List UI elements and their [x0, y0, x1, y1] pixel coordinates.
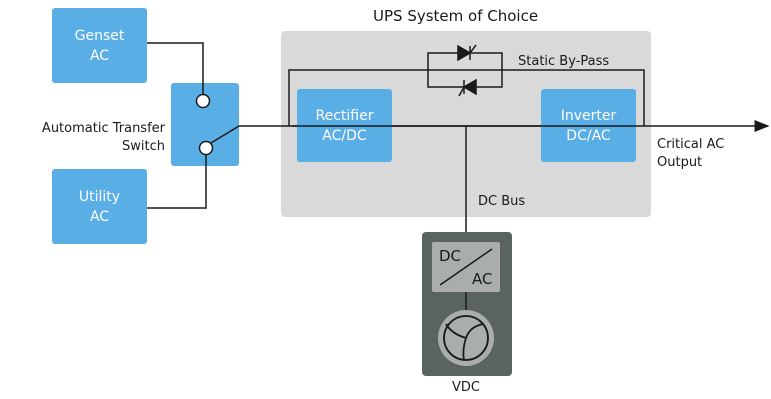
ats-label: Automatic Transfer Switch [0, 120, 165, 156]
rectifier-type-label: AC/DC [322, 127, 367, 144]
utility-ac-label: AC [89, 208, 110, 225]
flywheel-icon [443, 315, 489, 361]
utility-wire [147, 153, 207, 209]
ups-system-title: UPS System of Choice [373, 7, 539, 25]
output-label-line2: Output [657, 155, 703, 170]
vdc-label: VDC [452, 380, 480, 395]
genset-wire [147, 42, 204, 95]
static-bypass-label: Static By-Pass [518, 54, 610, 69]
utility-ac-box: Utility AC [52, 169, 147, 244]
utility-label: Utility [78, 188, 121, 205]
ats-label-line2: Switch [122, 139, 165, 154]
critical-ac-output-label: Critical AC Output [657, 136, 724, 172]
rectifier-label: Rectifier [315, 107, 374, 124]
genset-ac-label: AC [89, 47, 110, 64]
automatic-transfer-switch-box [171, 83, 239, 166]
output-label-line1: Critical AC [657, 137, 725, 152]
genset-label: Genset [74, 27, 125, 44]
converter-diagonal [439, 248, 493, 286]
thyristor-top-icon [457, 44, 477, 62]
converter-ac-label: AC [472, 270, 493, 288]
inverter-label: Inverter [560, 107, 617, 124]
thyristor-bottom-icon [458, 78, 477, 97]
genset-ac-box: Genset AC [52, 8, 147, 83]
rectifier-box: Rectifier AC/DC [297, 89, 392, 162]
ats-label-line1: Automatic Transfer [41, 121, 165, 136]
inverter-type-label: DC/AC [566, 127, 611, 144]
dc-bus-label: DC Bus [478, 194, 526, 209]
converter-dc-label: DC [439, 247, 462, 265]
inverter-box: Inverter DC/AC [541, 89, 636, 162]
bypass-line [288, 69, 645, 126]
